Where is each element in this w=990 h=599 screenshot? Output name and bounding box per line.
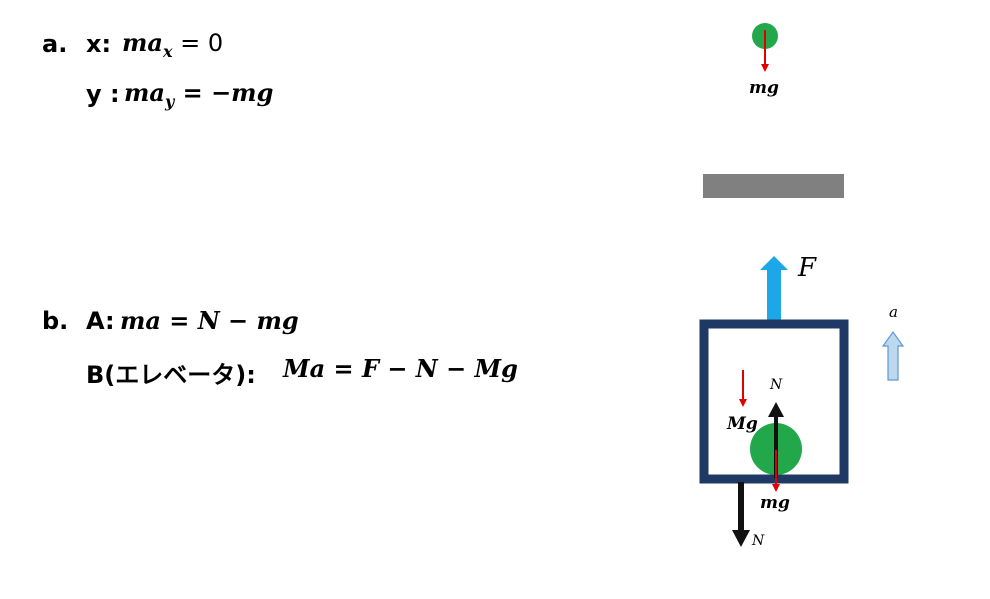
part-a-marker: a. — [42, 30, 68, 58]
ceiling-bar — [703, 174, 844, 198]
part-a-y-lhs: ma — [124, 78, 165, 107]
part-b-b-label: B(エレベータ): — [86, 361, 256, 389]
elevator-gravity-label: Mg — [726, 414, 758, 434]
top-ball-gravity-label: mg — [749, 78, 779, 98]
normal-force-up-arrow — [768, 402, 784, 478]
normal-force-down-arrow — [732, 482, 750, 547]
normal-force-down-label: N — [751, 533, 765, 549]
acceleration-arrow — [881, 330, 905, 381]
part-a-y-equation: may = −mg — [124, 78, 273, 111]
part-a-x-equation: max = 0 — [122, 28, 223, 61]
part-b-a-label: A: — [86, 307, 115, 335]
lift-force-label: F — [797, 253, 817, 283]
normal-force-up-label: N — [769, 377, 783, 393]
lift-force-arrow — [760, 256, 788, 322]
part-a-y-rhs: = −mg — [174, 78, 274, 107]
part-b-marker: b. — [42, 307, 69, 335]
part-a-x-subscript: x — [162, 41, 173, 61]
part-b-a-equation: ma = N − mg — [120, 306, 299, 335]
part-b-b-equation: Ma = F − N − Mg — [283, 354, 518, 383]
passenger-gravity-label: mg — [760, 493, 790, 513]
part-a-y-subscript: y — [164, 91, 175, 111]
part-a-x-rhs: = 0 — [172, 29, 224, 57]
part-a-x-lhs: ma — [122, 28, 163, 57]
part-a-y-label: y : — [86, 80, 120, 108]
acceleration-label: a — [889, 303, 898, 321]
part-a-x-label: x: — [86, 30, 112, 58]
elevator-box — [699, 319, 849, 484]
